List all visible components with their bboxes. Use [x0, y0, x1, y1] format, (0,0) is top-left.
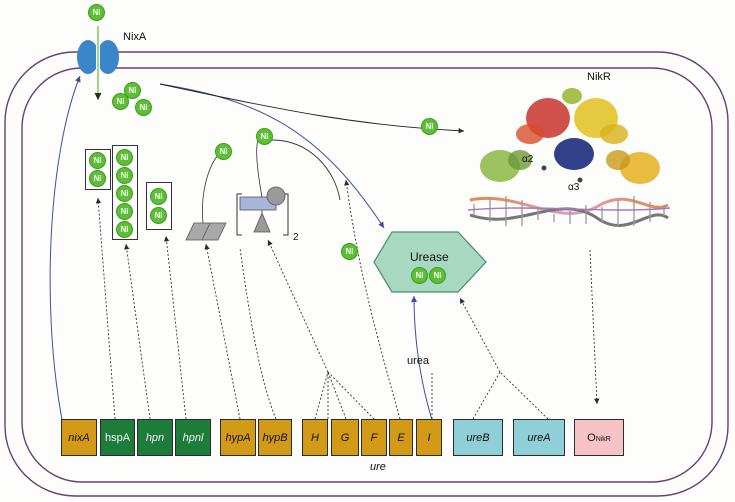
gene-urei: I — [416, 419, 442, 456]
urea-label: urea — [407, 355, 430, 367]
ni-to-nikr-arrow — [159, 83, 465, 134]
alpha3-label: α3 — [568, 182, 580, 193]
ni-ion: Ni — [256, 128, 273, 145]
alpha2-label: α2 — [522, 154, 534, 165]
gene-hpnl: hpnl — [175, 419, 211, 456]
hpn-ni-box: Ni Ni Ni Ni Ni — [112, 145, 138, 240]
gene-ureh: H — [302, 419, 328, 456]
nixa-to-transporter-arrow — [49, 75, 81, 421]
ni-ion: Ni — [116, 167, 133, 184]
gene-uref: F — [361, 419, 387, 456]
ni-ion: Ni — [116, 221, 133, 238]
ni-to-urease-arrow — [159, 83, 385, 229]
ni-ion: Ni — [124, 82, 141, 99]
inner-membrane — [21, 67, 713, 483]
ni-ion: Ni — [116, 203, 133, 220]
ni-ion: Ni — [215, 143, 232, 160]
ni-ion: Ni — [88, 4, 105, 21]
urea-to-urease-arrow — [411, 295, 433, 421]
gene-product-arrows — [95, 179, 600, 420]
gene-urea: ureA — [513, 419, 565, 456]
operator-label: O — [587, 431, 596, 444]
gene-hypb: hypB — [258, 419, 292, 456]
gene-ureb: ureB — [453, 419, 503, 456]
ni-ion: Ni — [150, 207, 167, 224]
ni-ion: Ni — [135, 99, 152, 116]
nikr-label: NikR — [587, 71, 611, 83]
gene-uree: E — [389, 419, 413, 456]
hpnl-ni-box: Ni Ni — [146, 182, 172, 230]
gene-hspa: hspA — [100, 419, 135, 456]
ni-ion: Ni — [150, 188, 167, 205]
gene-hypa: hypA — [220, 419, 256, 456]
hypb-ni-arrow — [271, 139, 341, 201]
urease-hexagon — [373, 231, 487, 293]
hypb-complex-shape — [236, 139, 289, 236]
subscript-two: 2 — [293, 232, 299, 243]
gene-nixa: nixA — [61, 419, 97, 456]
ni-ion: Ni — [116, 185, 133, 202]
hspa-ni-box: Ni Ni — [85, 149, 111, 190]
urease-label: Urease — [410, 250, 449, 264]
nikr-protein-illustration — [467, 88, 671, 227]
outer-membrane — [4, 51, 729, 497]
operator-subscript: NikR — [595, 435, 611, 443]
ure-operon-label: ure — [370, 461, 386, 473]
gene-hpn: hpn — [137, 419, 173, 456]
ni-ion: Ni — [112, 93, 129, 110]
ni-ion: Ni — [429, 267, 446, 284]
ni-ion: Ni — [89, 152, 106, 169]
ni-ion: Ni — [116, 149, 133, 166]
ni-ion: Ni — [341, 243, 358, 260]
gene-ureg: G — [331, 419, 359, 456]
ni-ion: Ni — [411, 267, 428, 284]
ni-ion: Ni — [89, 170, 106, 187]
nixa-label: NixA — [123, 31, 147, 43]
ni-ion: Ni — [421, 118, 438, 135]
